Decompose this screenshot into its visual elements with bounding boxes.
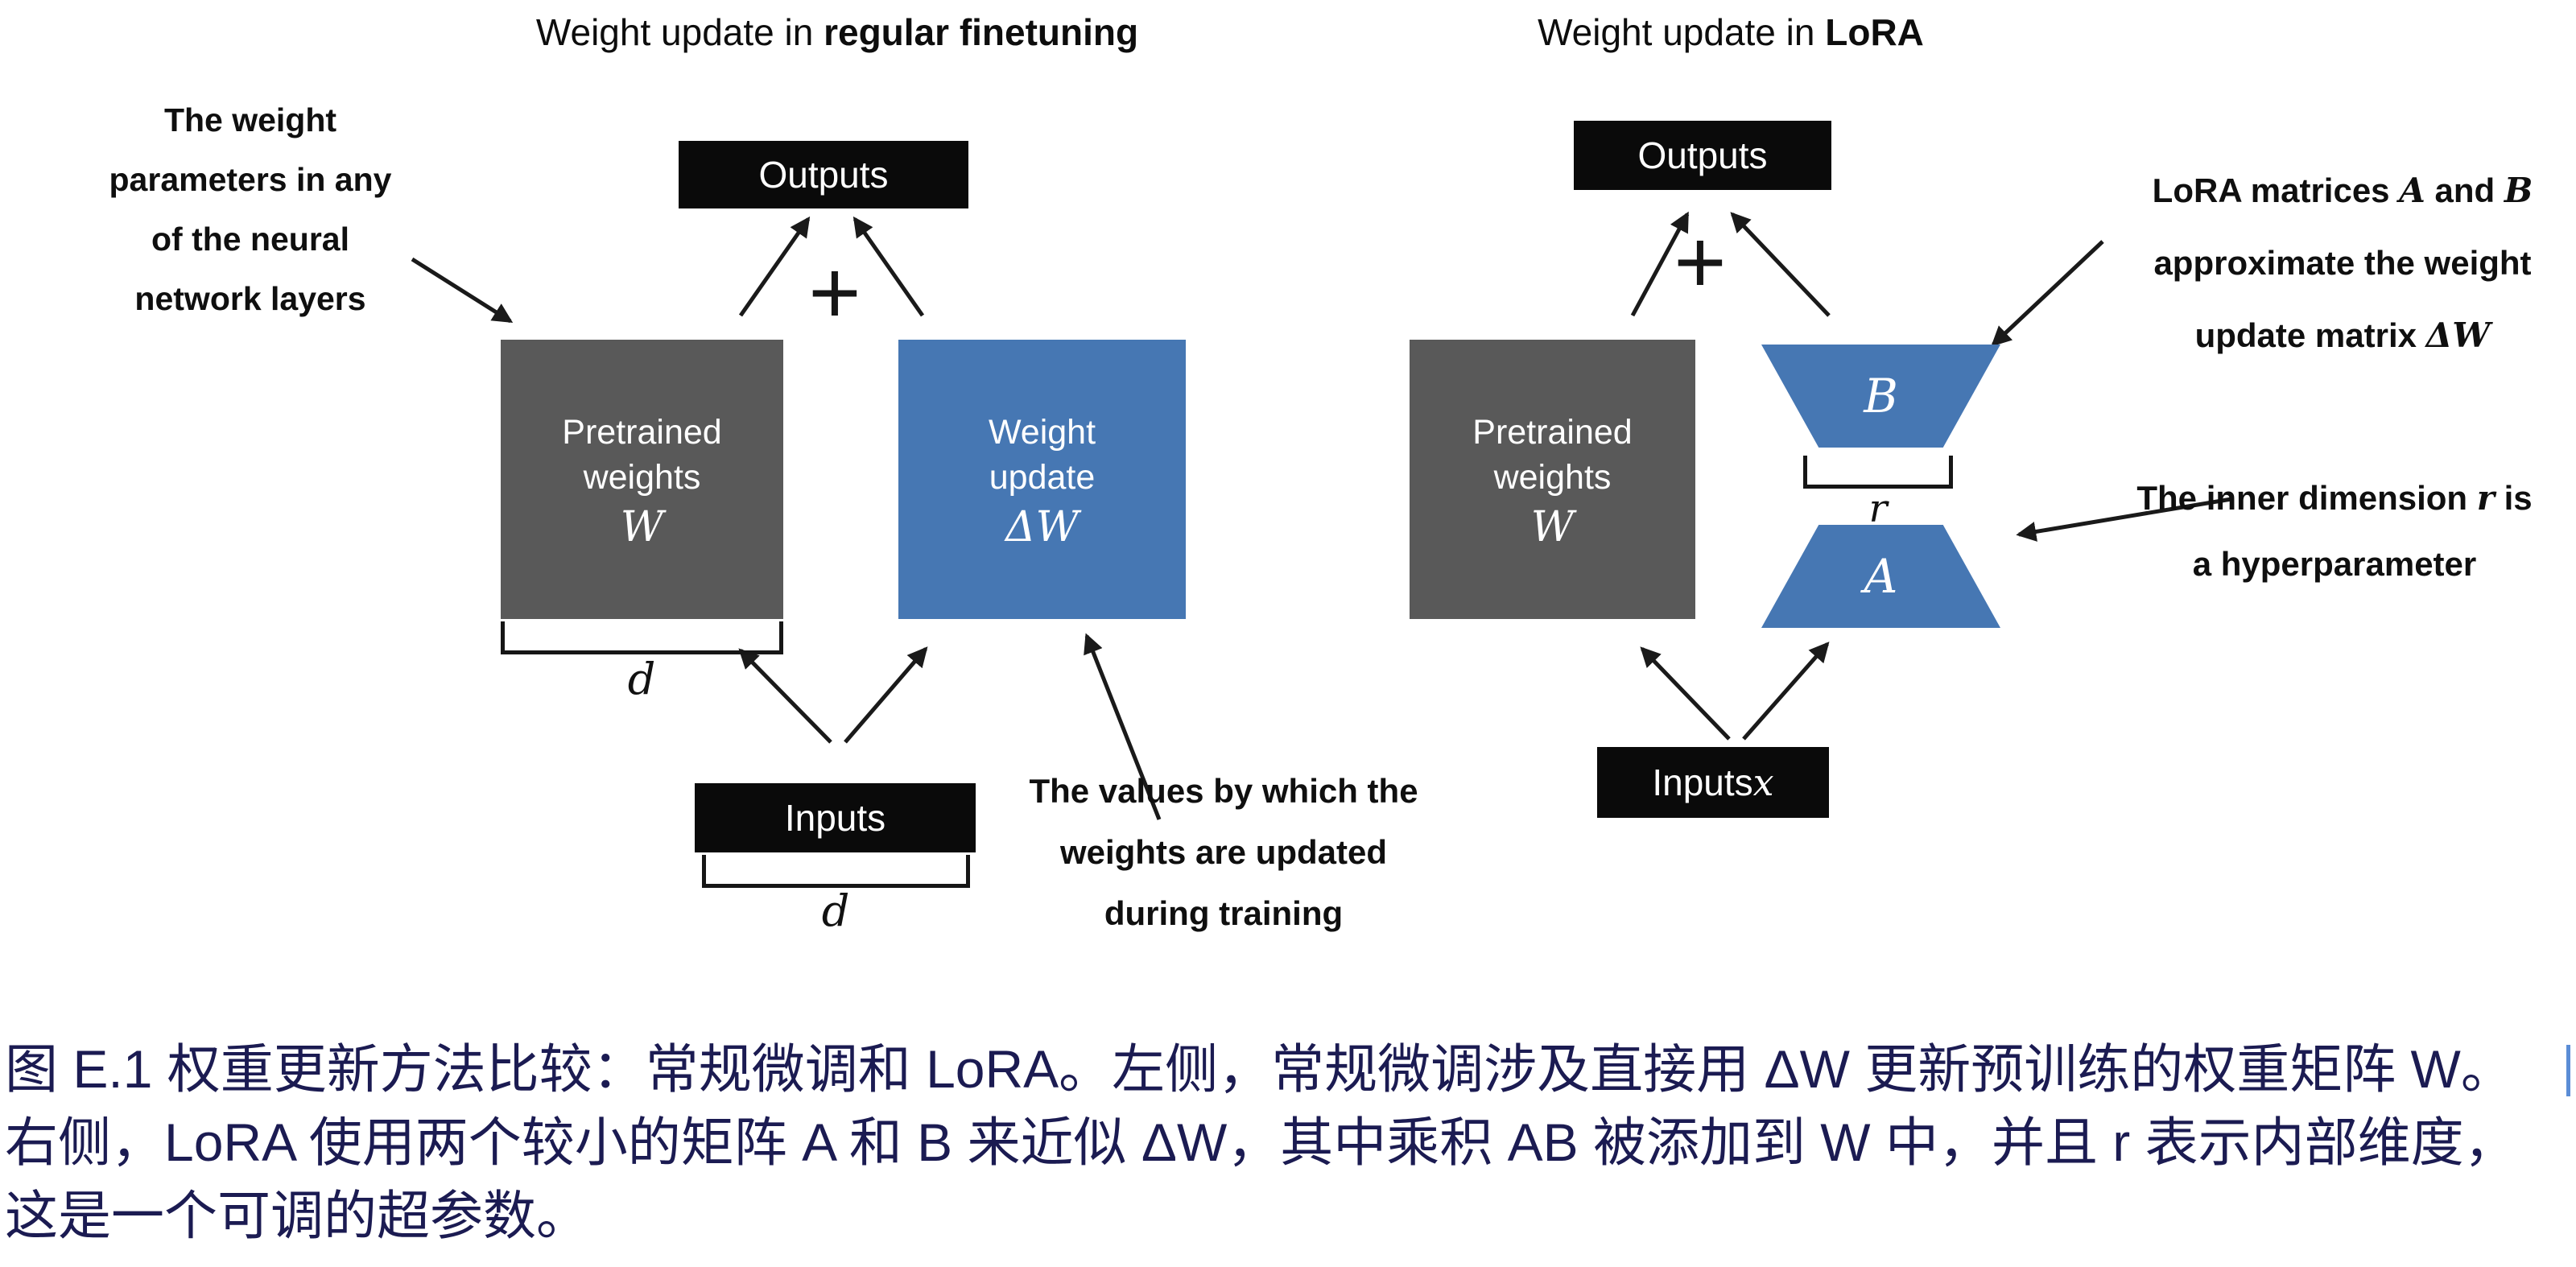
caption-line-1: 图 E.1 权重更新方法比较：常规微调和 LoRA。左侧，常规微调涉及直接用 Δ… (5, 1039, 2514, 1099)
outputs-box-right: Outputs (1574, 121, 1831, 190)
lora-matrices-annotation: LoRA matrices A and B approximate the we… (2152, 171, 2533, 355)
dimension-label-weights: d (627, 654, 656, 704)
outputs-box-left: Outputs (679, 141, 968, 208)
annotation-delta-w-symbol: ΔW (2425, 316, 2491, 355)
weight-update-box: Weight update ΔW (898, 340, 1186, 619)
arrow-ba-to-outputs-right (1730, 212, 1831, 317)
left-title-bold: regular finetuning (824, 11, 1139, 53)
figure-caption: 图 E.1 权重更新方法比较：常规微调和 LoRA。左侧，常规微调涉及直接用 Δ… (5, 1033, 2517, 1253)
annotation-r-symbol: r (2476, 478, 2495, 518)
right-title-prefix: Weight update in (1538, 11, 1826, 53)
arrow-inputs-to-update-left (844, 646, 928, 744)
arrow-weights-annotation-to-pretrained-left (411, 257, 514, 324)
inputs-box-right: Inputs x (1597, 747, 1829, 818)
caption-line-3: 这是一个可调的超参数。 (5, 1186, 589, 1245)
lora-matrix-a: A (1761, 525, 2000, 628)
inputs-box-left: Inputs (695, 783, 976, 852)
plus-sign-right: + (1674, 212, 1727, 312)
right-diagram-title: Weight update in LoRA (1409, 10, 2053, 55)
pretrained-w-symbol-left: W (620, 502, 664, 551)
values-annotation: The values by which the weights are upda… (1029, 772, 1418, 932)
arrow-inputs-to-matrix-a (1742, 642, 1830, 741)
arrow-lora-annotation-to-matrix-b (1991, 240, 2104, 347)
dimension-bracket-weights (501, 621, 783, 654)
dimension-bracket-inputs (702, 855, 970, 888)
matrix-b-symbol: B (1864, 369, 1898, 423)
arrow-inputs-to-pretrained-left (738, 648, 832, 744)
arrow-inputs-to-pretrained-right (1640, 646, 1731, 741)
weights-annotation: The weight parameters in any of the neur… (109, 101, 392, 317)
delta-w-symbol: ΔW (1005, 502, 1079, 551)
annotation-a-symbol: A (2399, 171, 2425, 210)
pretrained-weights-box-right: Pretrained weights W (1410, 340, 1695, 619)
left-diagram-title: Weight update in regular finetuning (435, 10, 1240, 55)
outputs-label-left: Outputs (758, 154, 889, 196)
pretrained-weights-box-left: Pretrained weights W (501, 340, 783, 619)
inner-dimension-annotation: The inner dimension r is a hyperparamete… (2136, 478, 2533, 583)
inputs-label-right: Inputs (1652, 761, 1753, 803)
inputs-x-symbol: x (1752, 761, 1774, 804)
inputs-label-left: Inputs (784, 797, 886, 839)
dimension-label-inputs: d (821, 885, 850, 936)
lora-matrix-b: B (1761, 345, 2000, 448)
pretrained-w-symbol-right: W (1530, 502, 1575, 551)
text-cursor (2566, 1045, 2570, 1096)
matrix-a-symbol: A (1864, 549, 1898, 604)
outputs-label-right: Outputs (1637, 134, 1768, 176)
plus-sign-left: + (808, 242, 861, 343)
rank-label: r (1868, 486, 1888, 531)
rank-bracket (1803, 456, 1953, 489)
left-title-prefix: Weight update in (535, 11, 824, 53)
right-title-bold: LoRA (1825, 11, 1924, 53)
caption-line-2: 右侧，LoRA 使用两个较小的矩阵 A 和 B 来近似 ΔW，其中乘积 AB 被… (5, 1112, 2517, 1172)
annotation-b-symbol: B (2504, 171, 2533, 210)
